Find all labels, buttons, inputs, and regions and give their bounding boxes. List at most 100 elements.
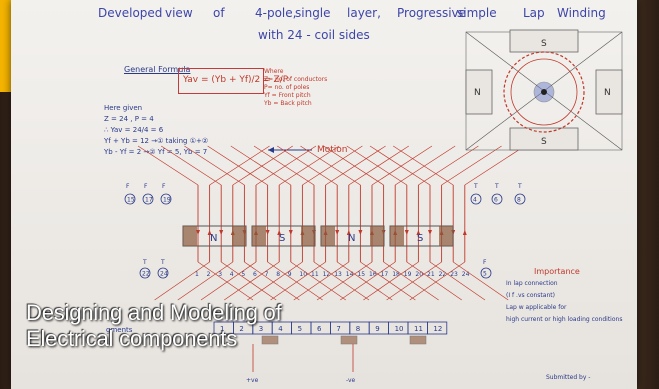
legend-line: P= no. of poles (264, 84, 310, 91)
end-connection-top (346, 145, 407, 186)
end-connection-bottom (429, 261, 486, 301)
end-connection-top (325, 145, 386, 186)
end-connection-top (371, 145, 433, 186)
end-connection-bottom (409, 261, 465, 301)
formula-box: Yav = (Yb + Yf)/2 = Z/P (178, 68, 288, 94)
pole-shade (301, 226, 315, 246)
end-connection-top (395, 145, 456, 186)
segment-label: 12 (433, 325, 442, 333)
end-connection-top (393, 145, 454, 186)
watermark-line2: Electrical components (26, 326, 238, 351)
conductor-label: 14 (346, 271, 354, 278)
segment-label: 8 (356, 325, 360, 333)
current-arrow (428, 230, 432, 235)
importance-line: Lap w applicable for (506, 304, 567, 311)
end-connection-bottom (177, 261, 233, 301)
brush (261, 335, 279, 345)
mid-circle-left-label: 24 (160, 271, 168, 278)
current-arrow (462, 230, 467, 235)
conductor-label: 6 (253, 271, 257, 278)
conductor-label: 3 (218, 271, 222, 278)
machine-pole-right (595, 69, 623, 115)
brush-label-positive: +ve (246, 377, 259, 384)
current-arrow (219, 230, 224, 235)
top-circle-left (142, 193, 154, 205)
mid-circle-right-label: 5 (483, 271, 487, 278)
terminal-letter: T (494, 183, 499, 190)
conductor-label: 15 (357, 271, 365, 278)
conductor-label: 20 (415, 271, 423, 278)
segment-label: 2 (239, 325, 243, 333)
end-connection-bottom (363, 261, 419, 301)
machine-pole-label: N (474, 88, 481, 98)
current-arrow (277, 230, 282, 235)
end-connection-bottom (313, 261, 370, 301)
title-prefix: Developed (98, 6, 163, 20)
conductor-label: 19 (404, 271, 412, 278)
conductor-label: 22 (439, 271, 447, 278)
end-connection-top (323, 145, 384, 186)
end-connection-bottom (270, 261, 326, 301)
end-connection-top (207, 145, 268, 186)
machine-pole-top (509, 29, 579, 53)
conductor-label: 11 (311, 271, 319, 278)
end-connection-top (253, 145, 315, 186)
title-word: Winding (557, 6, 606, 20)
end-connection-top (230, 145, 291, 186)
title-word: 4-pole, (255, 6, 297, 20)
end-connection-top (255, 145, 317, 186)
chart-paper (11, 0, 637, 389)
top-circle-left-label: 15 (127, 197, 135, 204)
machine-pole-label: S (541, 39, 547, 49)
end-connection-bottom (406, 261, 462, 301)
yellow-tab (0, 0, 14, 92)
conductor-label: 17 (381, 271, 389, 278)
conductor-label: 4 (230, 271, 234, 278)
top-circle-left (124, 193, 136, 205)
top-circle-right-label: 8 (517, 197, 521, 204)
mid-circle-left-label: 22 (142, 271, 150, 278)
end-connection-bottom (244, 261, 300, 301)
title-line2: with 24 - coil sides (258, 28, 370, 42)
conductor-label: 12 (323, 271, 331, 278)
submitted-by: Submitted by - (546, 374, 591, 381)
end-connection-top (277, 145, 338, 186)
end-connection-bottom (453, 261, 509, 301)
end-connection-bottom (290, 261, 346, 301)
terminal-letter: F (144, 183, 148, 190)
armature-core (510, 58, 578, 126)
end-connection-top (464, 145, 525, 186)
end-connection-bottom (316, 261, 373, 301)
top-circle-right-label: 4 (473, 197, 477, 204)
terminal-letter: T (142, 259, 147, 266)
pole-shade (252, 226, 266, 246)
given-line: Yf + Yb = 12 →① taking ①+② (104, 137, 209, 145)
segment-label: 11 (414, 325, 423, 333)
formula-text: Yav = (Yb + Yf)/2 = Z/P (183, 75, 289, 85)
end-connection-top (369, 145, 431, 186)
current-arrow (416, 230, 421, 235)
end-connection-top (184, 145, 245, 186)
title-word: Lap (523, 6, 545, 20)
machine-pole-left (465, 69, 493, 115)
importance-line: In lap connection (506, 280, 558, 287)
conductor-label: 21 (427, 271, 435, 278)
conductor-label: 9 (288, 271, 292, 278)
brush-label-negative: -ve (346, 377, 356, 384)
current-arrow (288, 230, 293, 235)
pole-shade (183, 226, 197, 246)
current-arrow (207, 230, 212, 235)
current-arrow (404, 230, 409, 235)
end-connection-top (300, 145, 361, 186)
end-connection-bottom (200, 261, 257, 301)
title-word: layer, (347, 6, 381, 20)
pole-letter: N (348, 233, 355, 244)
conductor-label: 2 (207, 271, 211, 278)
conductor-label: 16 (369, 271, 377, 278)
conductor-label: 7 (265, 271, 269, 278)
importance-heading: Importance (534, 267, 580, 276)
end-connection-top (418, 145, 479, 186)
mid-circle-right (480, 267, 492, 279)
pole-letter: S (417, 233, 423, 244)
top-circle-left (160, 193, 172, 205)
